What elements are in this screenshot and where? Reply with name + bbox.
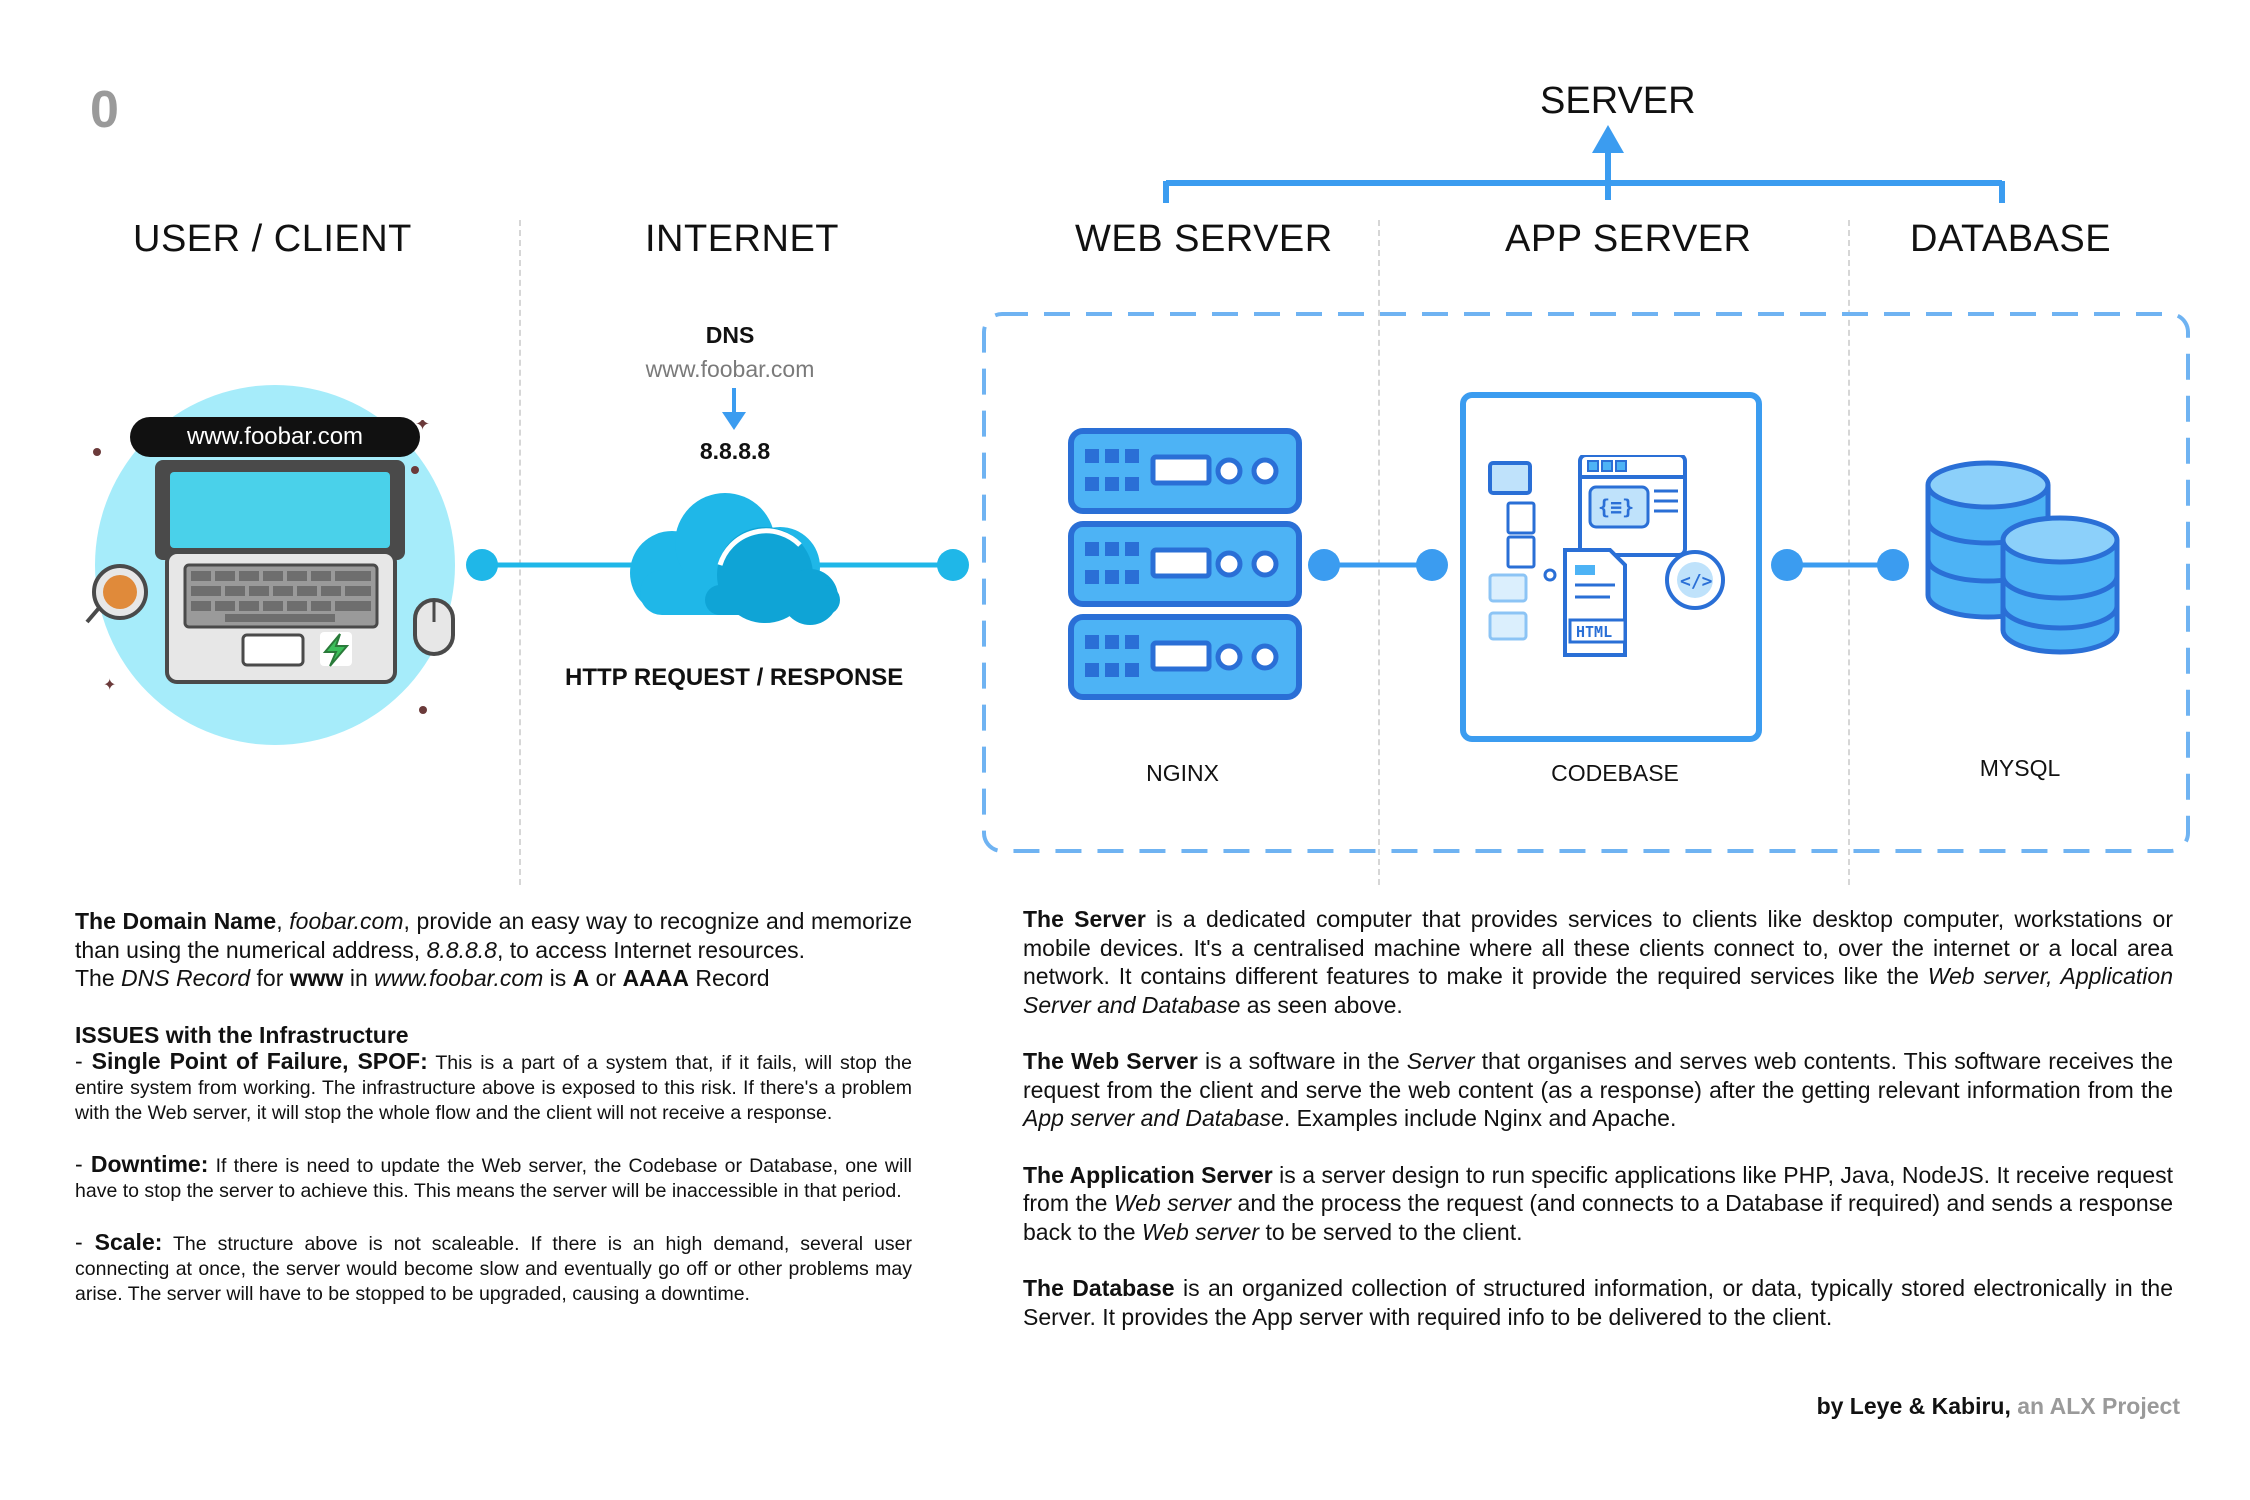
web-server-paragraph: The Web Server is a software in the Serv… [1023, 1048, 2174, 1131]
database-icon [1925, 460, 2120, 655]
separator-line [1848, 220, 1850, 885]
html-badge: HTML [1576, 623, 1612, 641]
connection-app-database [1771, 549, 1909, 581]
column-title-database: DATABASE [1910, 218, 2112, 260]
left-description: The Domain Name, foobar.com, provide an … [75, 907, 912, 1307]
svg-text:{≡}: {≡} [1598, 495, 1634, 519]
cloud-icon [630, 493, 840, 625]
scale-paragraph: - Scale: The structure above is not scal… [75, 1229, 912, 1306]
server-bracket [1163, 125, 2005, 203]
dns-domain: www.foobar.com [645, 356, 815, 382]
app-server-label: CODEBASE [1551, 760, 1679, 786]
dns-ip: 8.8.8.8 [699, 438, 771, 464]
http-label: HTTP REQUEST / RESPONSE [565, 664, 904, 691]
connection-web-app [1308, 549, 1448, 581]
dns-label: DNS [705, 322, 755, 348]
app-server-paragraph: The Application Server is a server desig… [1023, 1161, 2173, 1245]
database-paragraph: The Database is an organized collection … [1023, 1275, 2174, 1330]
server-heading: SERVER [1540, 80, 1696, 122]
right-description: The Server is a dedicated computer that … [1023, 905, 2173, 1331]
database-label: MYSQL [1979, 755, 2061, 781]
web-server-label: NGINX [1146, 760, 1219, 786]
server-rack-icon [1068, 428, 1302, 700]
credit-line: by Leye & Kabiru, an ALX Project [1816, 1393, 2180, 1419]
downtime-paragraph: - Downtime: If there is need to update t… [75, 1151, 912, 1203]
laptop-icon: ✦ ✦ [85, 420, 455, 714]
separator-line [1378, 220, 1380, 885]
issues-heading: ISSUES with the Infrastructure [75, 1021, 409, 1048]
column-title-user-client: USER / CLIENT [133, 218, 412, 260]
domain-paragraph: The Domain Name, foobar.com, provide an … [75, 908, 912, 963]
svg-text:</>: </> [1680, 571, 1713, 592]
column-title-app-server: APP SERVER [1505, 218, 1752, 260]
server-paragraph: The Server is a dedicated computer that … [1023, 906, 2173, 1018]
separator-line [519, 220, 521, 885]
server-boundary-box [982, 312, 2190, 853]
svg-text:✦: ✦ [103, 675, 116, 694]
client-url-pill: www.foobar.com [130, 417, 420, 457]
column-title-internet: INTERNET [645, 218, 839, 260]
page-number: 0 [90, 81, 119, 139]
dns-record-paragraph: The DNS Record for www in www.foobar.com… [75, 965, 770, 991]
spof-paragraph: - Single Point of Failure, SPOF: This is… [75, 1048, 912, 1125]
column-title-web-server: WEB SERVER [1075, 218, 1333, 260]
code-files-icon: {≡} HTML </> [1488, 455, 1725, 657]
arrow-down-icon [722, 388, 746, 430]
